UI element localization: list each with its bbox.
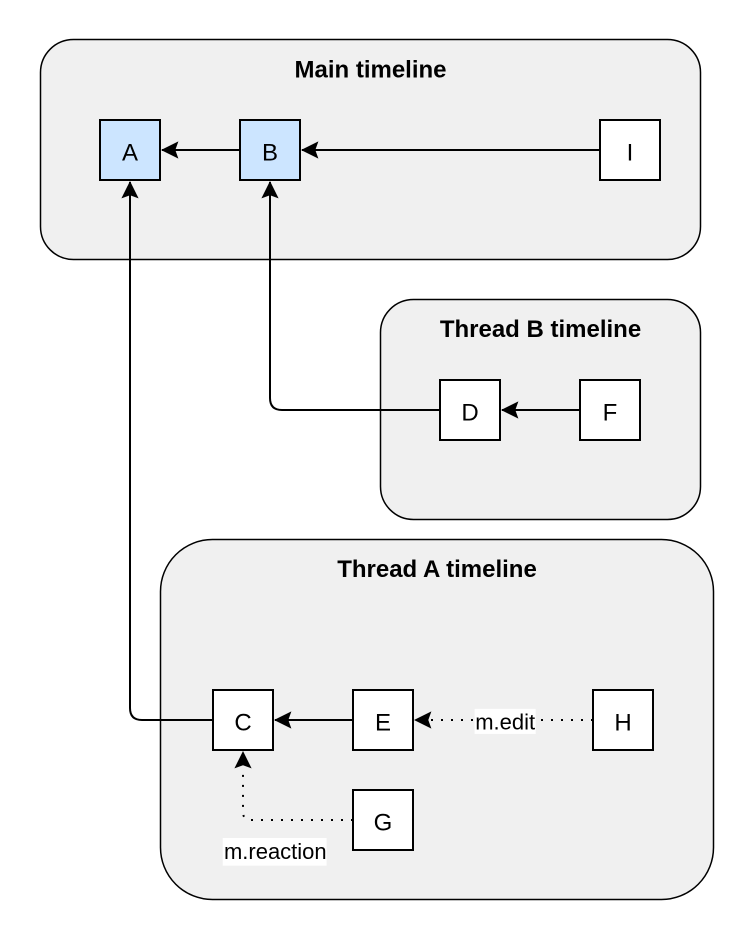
svg-text:C: C	[234, 710, 251, 737]
svg-text:m.edit: m.edit	[475, 709, 535, 734]
svg-text:E: E	[375, 710, 391, 737]
svg-text:B: B	[262, 140, 278, 167]
svg-text:Main timeline: Main timeline	[294, 57, 446, 84]
svg-text:m.reaction: m.reaction	[224, 839, 327, 864]
svg-text:Thread B timeline: Thread B timeline	[440, 316, 641, 343]
svg-text:Thread A timeline: Thread A timeline	[337, 556, 537, 583]
svg-text:H: H	[614, 710, 631, 737]
svg-text:I: I	[627, 140, 634, 167]
svg-text:F: F	[603, 400, 618, 427]
svg-text:D: D	[461, 400, 478, 427]
svg-text:G: G	[374, 810, 393, 837]
svg-text:A: A	[122, 140, 138, 167]
